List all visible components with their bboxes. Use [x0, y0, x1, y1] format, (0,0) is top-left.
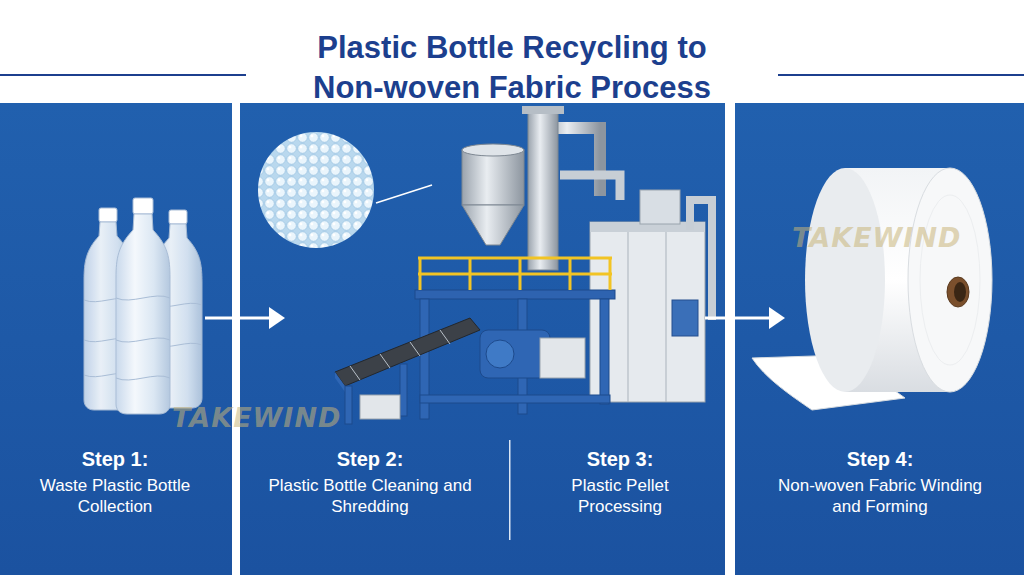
flow-arrow	[205, 307, 285, 329]
step-heading: Step 3:	[545, 447, 695, 471]
step-text: Step 1: Waste Plastic Bottle Collection	[35, 447, 195, 517]
step-description: Plastic Bottle Cleaning and Shredding	[255, 475, 485, 517]
step-box: Step 3: Plastic Pellet Processing	[510, 103, 705, 575]
arrow-head	[269, 307, 285, 329]
step-box: Step 4:Non-woven Fabric Winding and Form…	[785, 103, 1024, 575]
step-box: Step 2:Plastic Bottle Cleaning and Shred…	[285, 103, 510, 575]
step-heading: Step 2:	[255, 447, 485, 471]
step-heading: Step 4:	[775, 447, 985, 471]
watermark: TAKEWIND	[792, 222, 961, 253]
step-text: Step 2: Plastic Bottle Cleaning and Shred…	[255, 447, 485, 517]
step-description: Plastic Pellet Processing	[545, 475, 695, 517]
arrow-line	[705, 317, 771, 320]
step-description: Waste Plastic Bottle Collection	[35, 475, 195, 517]
flow-arrow	[705, 307, 785, 329]
step-heading: Step 1:	[35, 447, 195, 471]
step-text: Step 3: Plastic Pellet Processing	[545, 447, 695, 517]
step-text: Step 4: Non-woven Fabric Winding and Form…	[775, 447, 985, 517]
arrow-head	[769, 307, 785, 329]
step-box: Step 1: Waste Plastic Bottle Collection	[0, 103, 205, 575]
watermark: TAKEWIND	[172, 402, 341, 433]
arrow-line	[205, 317, 271, 320]
step-description: Non-woven Fabric Winding and Forming	[775, 475, 985, 517]
diagram-title: Plastic Bottle Recycling to Non-woven Fa…	[212, 28, 812, 108]
